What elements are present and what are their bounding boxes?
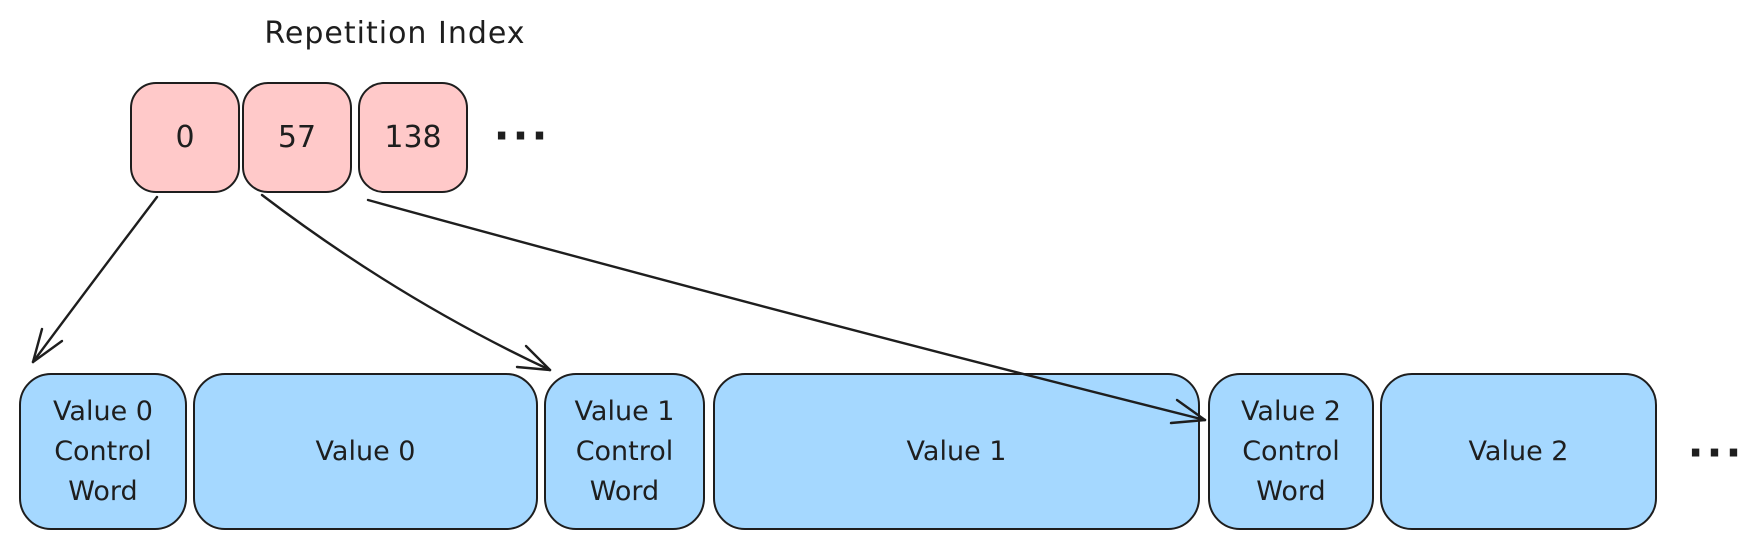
- block-value-1-control-word: Value 1 Control Word: [544, 373, 705, 530]
- stream-ellipsis: ···: [1687, 428, 1745, 477]
- block-value-0-control-word: Value 0 Control Word: [19, 373, 187, 530]
- arrow-index-57-to-control-word-1: [260, 193, 552, 372]
- repetition-index-cell-2: 138: [358, 82, 468, 193]
- repetition-index-ellipsis: ···: [493, 111, 551, 160]
- block-value-1: Value 1: [713, 373, 1200, 530]
- diagram-title: Repetition Index: [264, 16, 526, 51]
- block-value-0: Value 0: [193, 373, 538, 530]
- block-value-2: Value 2: [1380, 373, 1657, 530]
- repetition-index-cell-0: 0: [130, 82, 240, 193]
- arrow-index-0-to-control-word-0: [31, 195, 159, 364]
- block-value-2-control-word: Value 2 Control Word: [1208, 373, 1374, 530]
- repetition-index-cell-1: 57: [242, 82, 352, 193]
